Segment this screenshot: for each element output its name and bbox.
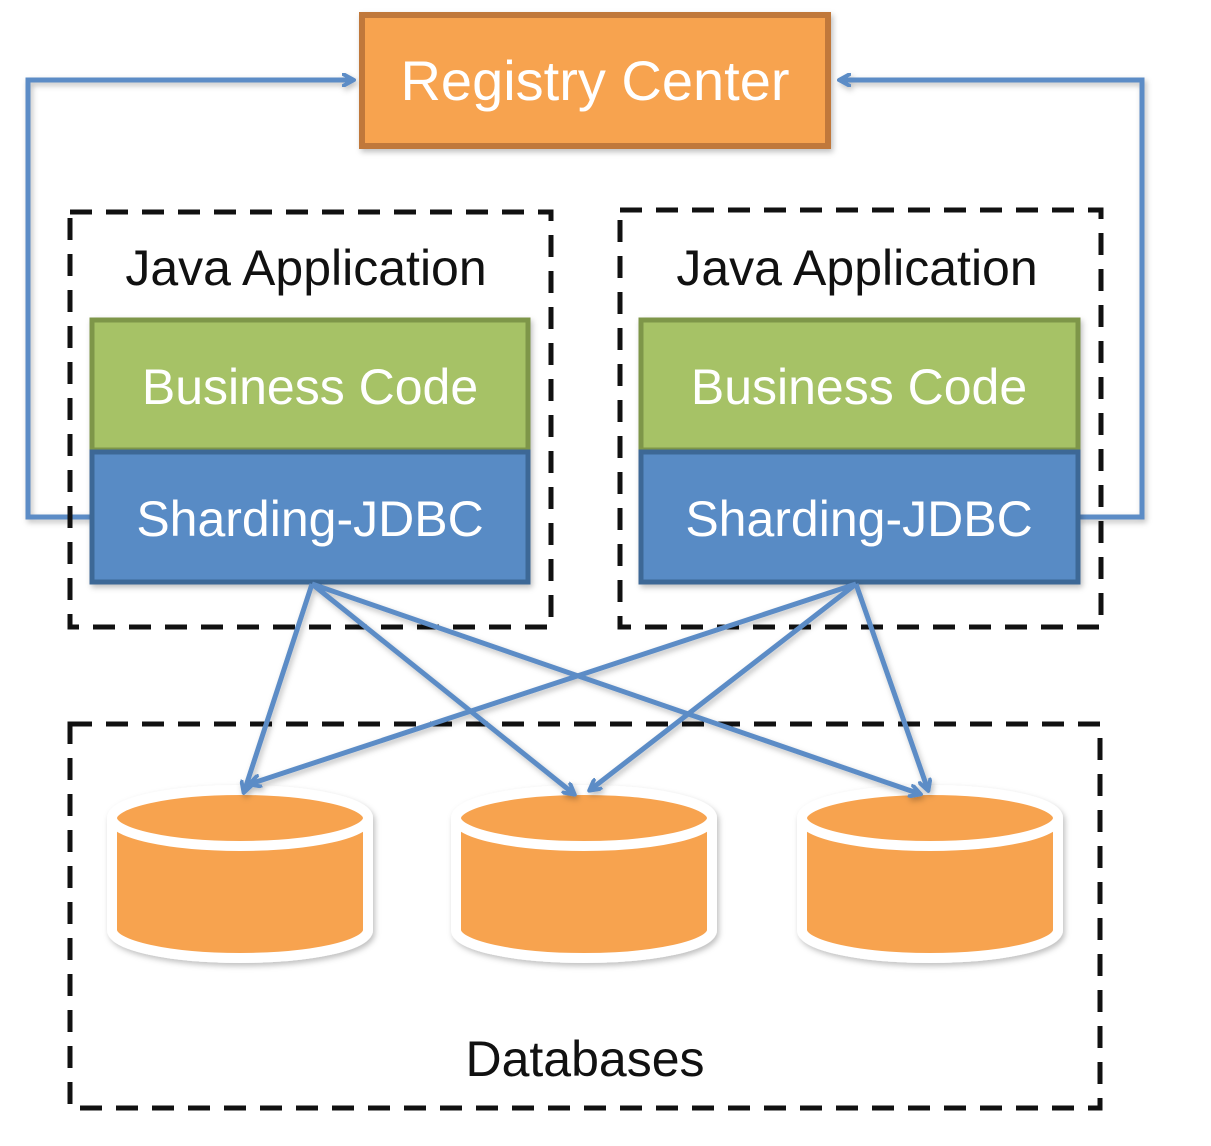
db-connectors [244, 581, 928, 794]
connector-app2-db2 [590, 582, 858, 790]
databases-container [67, 721, 1103, 1111]
connector-app1-db1 [244, 583, 315, 792]
sharding-jdbc-block-2 [638, 449, 1081, 585]
connector-app2-db1 [250, 581, 857, 784]
database-icon-2 [451, 785, 717, 963]
java-app-title-1: Java Application [125, 240, 486, 296]
business-code-label-2: Business Code [691, 359, 1027, 415]
business-code-label-1: Business Code [142, 359, 478, 415]
connector-app2-db3 [853, 583, 928, 790]
business-code-block-2 [638, 317, 1081, 453]
java-app-container-2 [617, 207, 1104, 630]
sharding-jdbc-block-1 [89, 449, 531, 585]
business-code-block-1 [89, 317, 531, 453]
database-cylinders [107, 785, 1063, 963]
registry-center-label: Registry Center [400, 49, 789, 112]
left-registry-connector [25, 80, 353, 520]
database-icon-1 [107, 785, 373, 963]
databases-label: Databases [465, 1031, 704, 1087]
java-app-title-2: Java Application [676, 240, 1037, 296]
connector-app1-db3 [311, 581, 920, 794]
sharding-jdbc-label-2: Sharding-JDBC [685, 491, 1032, 547]
right-registry-connector [840, 80, 1145, 520]
registry-center [359, 12, 831, 149]
registry-connectors [25, 80, 1145, 520]
connector-app1-db2 [310, 582, 574, 794]
database-icon-3 [797, 785, 1063, 963]
java-app-container-1 [67, 209, 554, 630]
sharding-jdbc-label-1: Sharding-JDBC [136, 491, 483, 547]
